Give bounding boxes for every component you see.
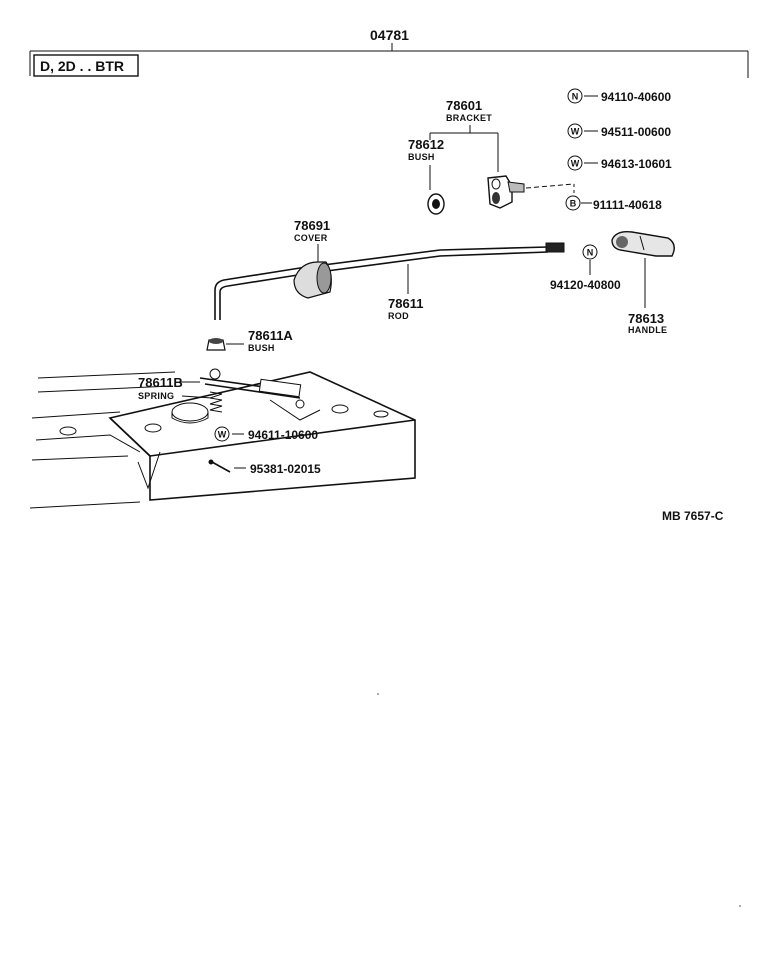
svg-text:N: N <box>587 248 594 258</box>
part-number: 78611 <box>388 296 423 311</box>
fastener-number: 94613-10601 <box>601 157 672 171</box>
part-name: BUSH <box>408 152 435 162</box>
fastener-label-94613-10601: W 94613-10601 <box>567 155 672 171</box>
nut-symbol-icon <box>582 244 598 260</box>
rod-assembly <box>214 242 565 320</box>
bush-78611A-illustration <box>206 338 226 351</box>
bush-78612-illustration <box>427 193 445 215</box>
fastener-label-94110-40600: N 94110-40600 <box>567 88 671 104</box>
rod-threaded-end <box>545 242 565 253</box>
part-label-78611B: 78611B SPRING <box>138 375 183 401</box>
svg-text:W: W <box>218 430 227 440</box>
part-label-78611: 78611 ROD <box>388 296 423 321</box>
applicability-box <box>33 54 139 77</box>
floor-console-illustration <box>29 368 416 509</box>
part-name: BRACKET <box>446 113 492 123</box>
part-number: 78691 <box>294 218 330 233</box>
part-number: 78612 <box>408 137 444 152</box>
fastener-number: 95381-02015 <box>250 462 321 476</box>
part-name: COVER <box>294 233 328 243</box>
bracket-illustration <box>487 175 575 209</box>
part-label-78691: 78691 COVER <box>294 218 330 243</box>
washer-symbol-icon <box>214 426 230 442</box>
part-label-78613: 78613 HANDLE <box>628 311 667 335</box>
svg-text:N: N <box>572 92 579 102</box>
drawing-code: MB 7657-C <box>662 509 724 523</box>
fastener-number: 94611-10600 <box>248 428 318 442</box>
leader-lines <box>180 95 646 469</box>
nut-symbol-icon <box>567 88 583 104</box>
applicability-label: D, 2D . . BTR <box>40 58 124 74</box>
part-name: HANDLE <box>628 325 667 335</box>
fastener-number: 94110-40600 <box>601 90 671 104</box>
bolt-symbol-icon <box>565 195 581 211</box>
fastener-number: 91111-40618 <box>593 198 662 212</box>
fastener-label-94611-10600: W 94611-10600 <box>214 426 318 442</box>
group-code: 04781 <box>370 27 409 43</box>
svg-text:B: B <box>570 199 577 209</box>
fastener-label-94511-00600: W 94511-00600 <box>567 123 671 139</box>
part-number: 78601 <box>446 98 482 113</box>
part-label-78612: 78612 BUSH <box>408 137 444 162</box>
svg-text:W: W <box>571 127 580 137</box>
group-header: 04781 D, 2D . . BTR <box>29 27 749 78</box>
fastener-label-95381-02015: 95381-02015 <box>250 462 321 476</box>
fastener-number: 94511-00600 <box>601 125 671 139</box>
fastener-label-94120-40800: N 94120-40800 <box>550 244 621 292</box>
part-name: BUSH <box>248 343 275 353</box>
part-label-78601: 78601 BRACKET <box>446 98 492 123</box>
washer-symbol-icon <box>567 155 583 171</box>
part-number: 78613 <box>628 311 664 326</box>
part-label-78611A: 78611A BUSH <box>248 328 293 353</box>
part-name: ROD <box>388 311 409 321</box>
part-number: 78611A <box>248 328 293 343</box>
screw-illustration <box>208 459 231 473</box>
fastener-number: 94120-40800 <box>550 278 621 292</box>
svg-text:W: W <box>571 159 580 169</box>
handle-knob-illustration <box>611 230 675 257</box>
fastener-label-91111-40618: B 91111-40618 <box>565 195 662 212</box>
scan-speck <box>377 693 379 695</box>
washer-symbol-icon <box>567 123 583 139</box>
part-name: SPRING <box>138 391 174 401</box>
scan-speck <box>739 905 741 907</box>
part-number: 78611B <box>138 375 183 390</box>
